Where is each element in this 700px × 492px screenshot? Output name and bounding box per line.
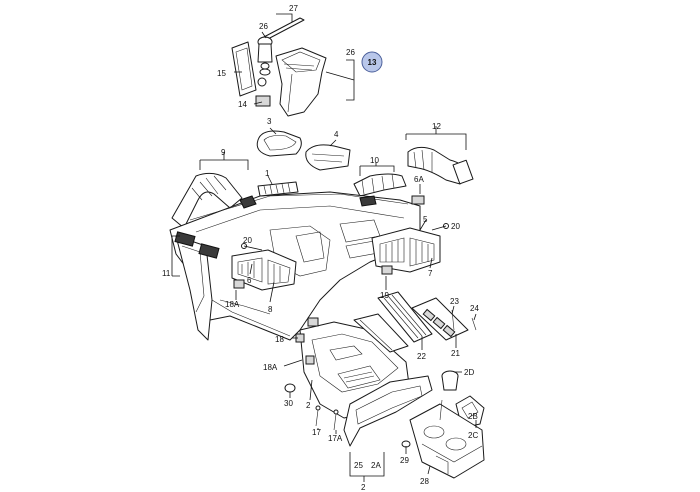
label-29: 29 xyxy=(400,456,409,465)
label-11: 11 xyxy=(162,269,171,278)
label-24: 24 xyxy=(470,304,479,313)
part-19-clip xyxy=(381,265,393,275)
label-1: 1 xyxy=(265,169,270,178)
label-20: 20 xyxy=(243,236,252,245)
label-15: 15 xyxy=(217,69,226,78)
screws-17 xyxy=(315,405,339,431)
part-15-frame xyxy=(231,41,257,97)
label-3: 3 xyxy=(267,117,272,126)
part-13-air-duct xyxy=(275,47,327,117)
label-7: 7 xyxy=(428,269,433,278)
label-4: 4 xyxy=(334,130,339,139)
label-2: 2 xyxy=(361,483,366,492)
label-27: 27 xyxy=(289,4,298,13)
label-23: 23 xyxy=(450,297,459,306)
label-26: 26 xyxy=(346,48,355,57)
label-25: 25 xyxy=(354,461,363,470)
part-5-vent xyxy=(371,227,441,273)
label-18a: 18A xyxy=(225,300,240,309)
label-17: 17 xyxy=(312,428,321,437)
part-6a-bracket xyxy=(411,195,425,205)
label-5: 5 xyxy=(423,215,428,224)
label-17a: 17A xyxy=(328,434,343,443)
label-2d: 2D xyxy=(464,368,474,377)
part-2d-cup xyxy=(441,370,459,391)
part-30-knob xyxy=(284,383,296,393)
part-22-grille xyxy=(377,291,433,343)
label-2a: 2A xyxy=(371,461,381,470)
top-duct-assembly xyxy=(231,17,327,117)
part-28-rear-console xyxy=(409,403,485,479)
label-28: 28 xyxy=(420,477,429,486)
label-14: 14 xyxy=(238,100,247,109)
part-labels: 27 26 26 15 14 3 4 9 12 10 1 6A 5 20 20 … xyxy=(162,4,479,492)
part-27-rod xyxy=(261,17,305,41)
leader-lines xyxy=(171,13,477,482)
label-19: 19 xyxy=(380,291,389,300)
label-26: 26 xyxy=(259,22,268,31)
part-10-hose xyxy=(353,173,407,197)
callout-13-label: 13 xyxy=(368,58,377,67)
label-6a: 6A xyxy=(414,175,424,184)
label-22: 22 xyxy=(417,352,426,361)
label-20: 20 xyxy=(451,222,460,231)
part-2a-tray xyxy=(343,375,433,447)
part-1-grille xyxy=(257,181,299,197)
part-14-clip xyxy=(255,95,271,107)
part-6-vent xyxy=(231,249,297,291)
label-18a: 18A xyxy=(263,363,278,372)
label-2b: 2B xyxy=(468,412,478,421)
part-4-bezel xyxy=(305,144,351,171)
label-18: 18 xyxy=(275,335,284,344)
label-12: 12 xyxy=(432,122,441,131)
part-12-hose xyxy=(407,146,474,185)
label-6: 6 xyxy=(247,276,252,285)
label-8: 8 xyxy=(268,305,273,314)
screws-20 xyxy=(241,223,449,251)
callout-13-badge[interactable]: 13 xyxy=(361,51,383,73)
label-10: 10 xyxy=(370,156,379,165)
label-30: 30 xyxy=(284,399,293,408)
part-18a-block xyxy=(307,317,319,327)
label-2: 2 xyxy=(306,401,311,410)
label-9: 9 xyxy=(221,148,226,157)
parts-3-4-vents xyxy=(256,130,351,171)
label-21: 21 xyxy=(451,349,460,358)
label-2c: 2C xyxy=(468,431,478,440)
